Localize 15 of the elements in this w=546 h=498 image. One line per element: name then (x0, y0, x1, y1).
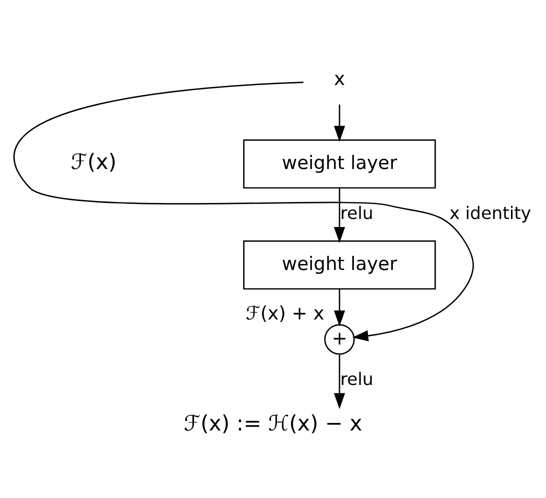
edge-label: relu (340, 370, 374, 390)
arrow (334, 188, 346, 242)
node-label: ℱ(x) + x (246, 303, 324, 324)
edge-label: x identity (450, 203, 532, 224)
arrow (334, 104, 346, 142)
label: ℱ(x) (70, 150, 117, 175)
edge-label: relu (340, 203, 374, 224)
node-box: weight layer (243, 240, 436, 290)
node-text: x (334, 68, 346, 90)
caption: ℱ(x) := ℋ(x) − x (184, 410, 362, 436)
arrow (14, 81, 474, 341)
arrow (334, 288, 346, 326)
node-circle: + (324, 324, 355, 354)
node-box: weight layer (243, 138, 436, 188)
arrow (334, 354, 346, 409)
